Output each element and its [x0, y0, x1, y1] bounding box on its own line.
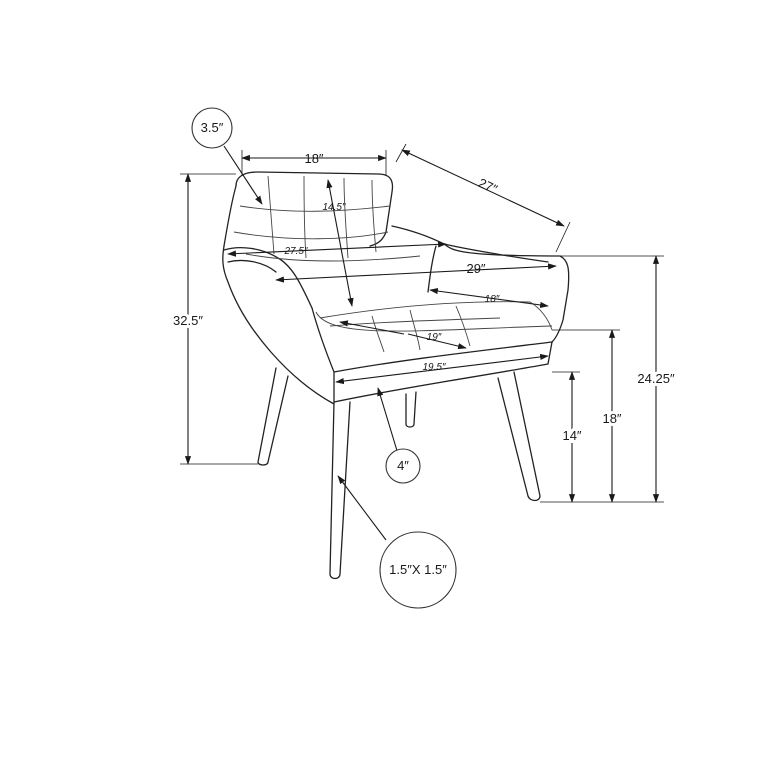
seat-height-label: 18″: [602, 411, 621, 426]
leg-clearance-label: 14″: [562, 428, 581, 443]
seat-depth-label: 18″: [485, 294, 500, 305]
arm-width-bubble: [191, 107, 233, 149]
dimension-lines: [180, 143, 664, 541]
overall-width-label: 29″: [466, 261, 485, 276]
back-height-label: 14.5″: [322, 202, 345, 213]
seat-width-label: 19.5″: [422, 362, 445, 373]
dimension-labels: 3.5″ 18″ 27″ 14.5″ 27.5″ 29″ 18″ 19″ 19.…: [170, 120, 678, 577]
arm-width-label: 3.5″: [201, 120, 224, 135]
depth-label: 27″: [476, 175, 500, 197]
seat-front-label: 19″: [427, 332, 442, 343]
back-width-label: 18″: [304, 151, 323, 166]
inner-width-label: 27.5″: [283, 246, 307, 257]
overall-height-label: 32.5″: [173, 313, 203, 328]
seat-thickness-bubble: [385, 448, 421, 484]
leg-size-label: 1.5″X 1.5″: [389, 562, 447, 577]
arm-height-label: 24.25″: [637, 371, 675, 386]
chair-outline: [222, 171, 570, 405]
chair-legs: [257, 367, 541, 580]
leg-size-bubble: [379, 531, 457, 609]
seat-thickness-label: 4″: [397, 458, 409, 473]
callout-bubbles: [191, 107, 457, 609]
